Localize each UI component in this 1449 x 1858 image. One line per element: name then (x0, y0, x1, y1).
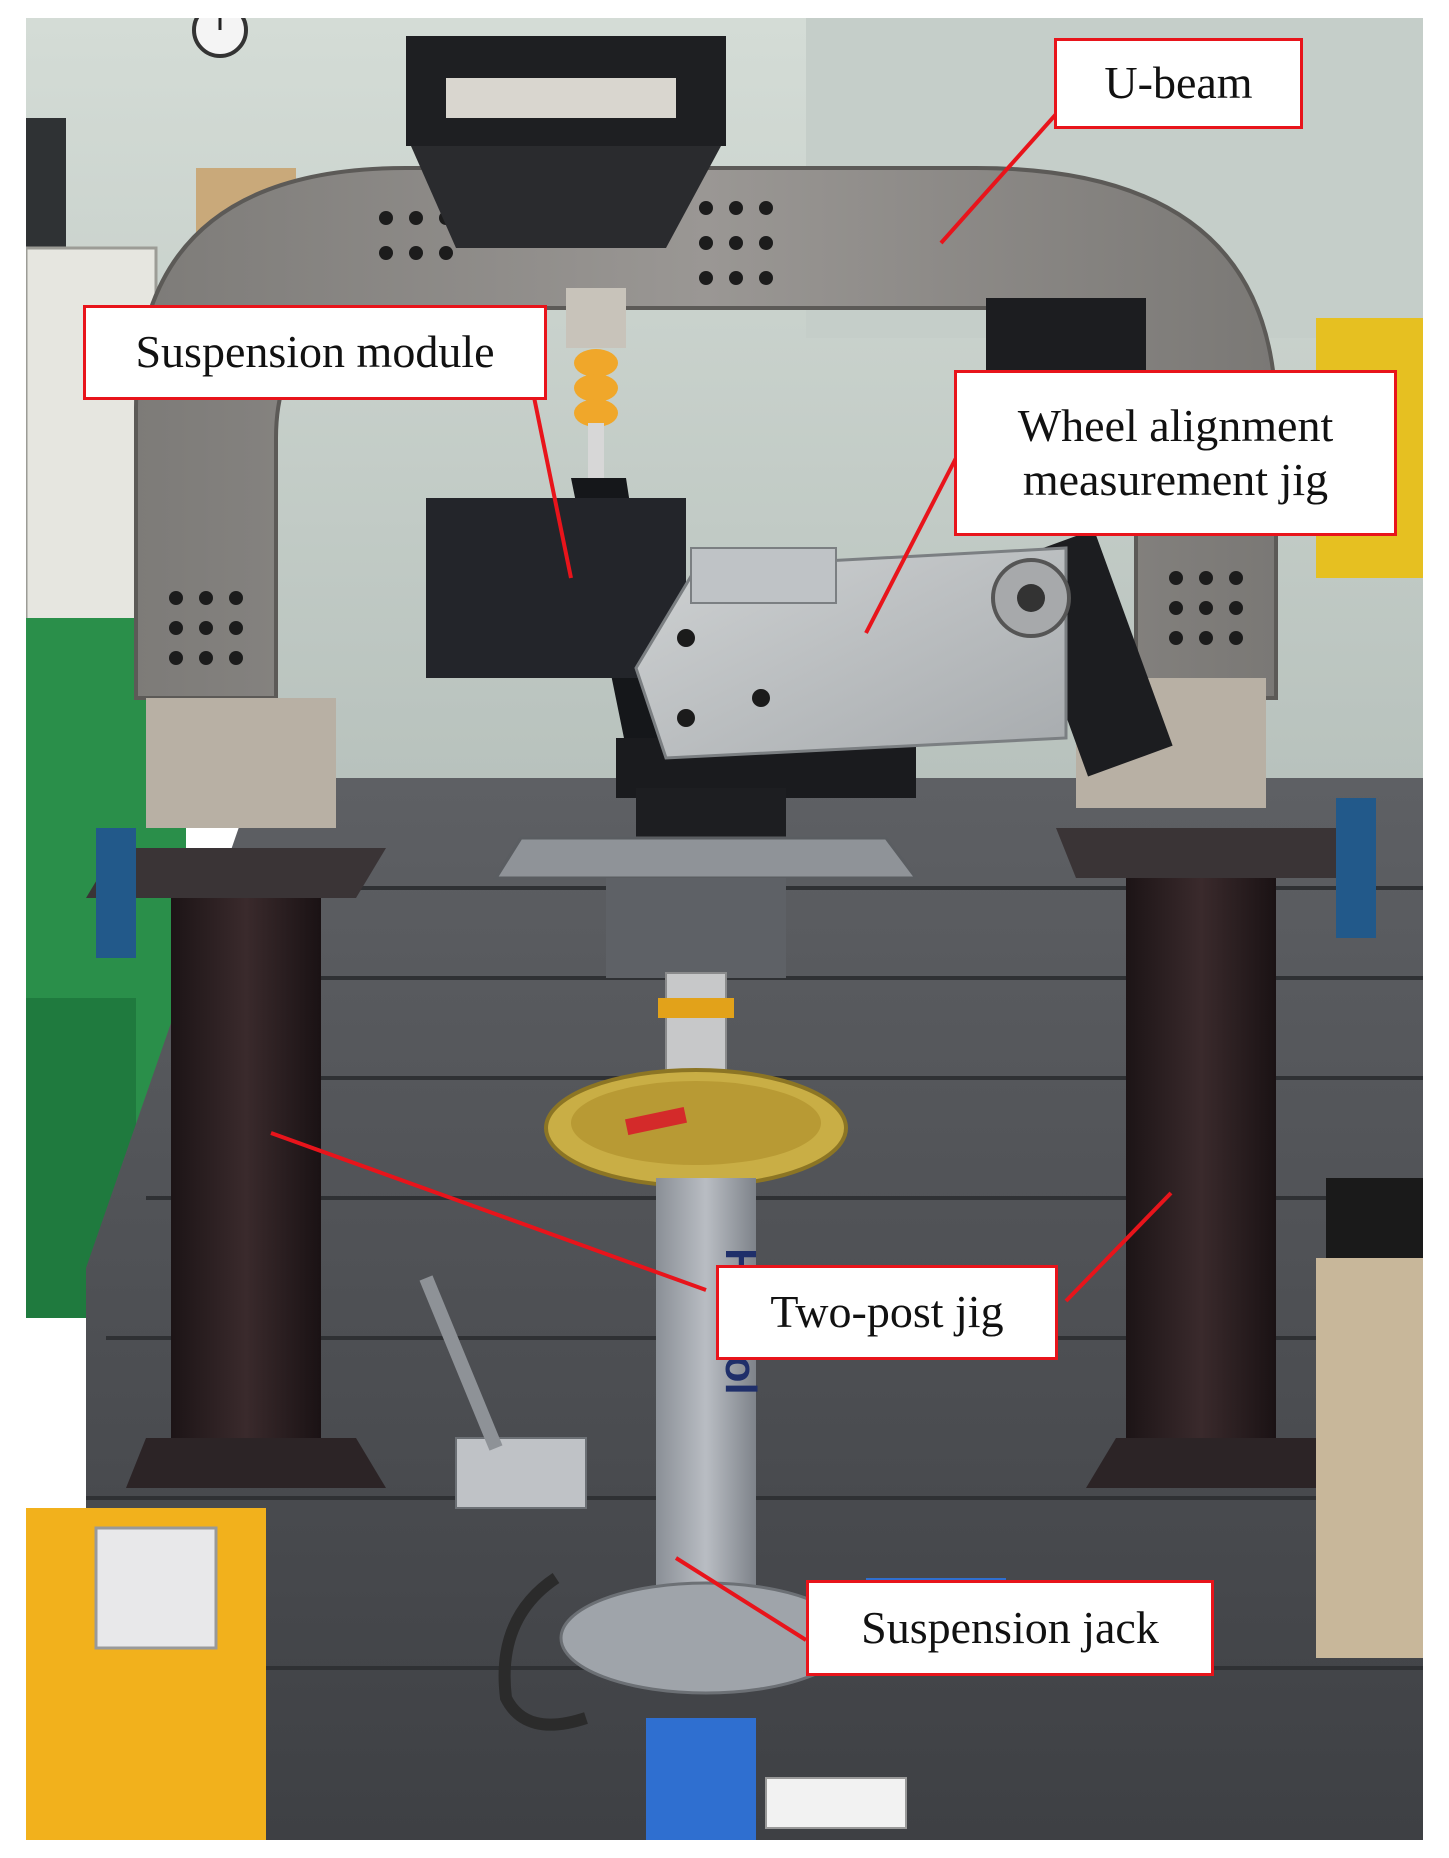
right-post (1126, 878, 1276, 1438)
jack-handle (419, 1275, 503, 1451)
leader-two-post-jig-left (270, 1131, 707, 1292)
strut-shaft (588, 423, 604, 483)
jack-tray-inner (571, 1081, 821, 1165)
daq-module (94, 1526, 218, 1650)
strut-top-mount (566, 288, 626, 348)
wall-clock-icon (192, 18, 248, 58)
right-box (1316, 1258, 1423, 1658)
platform-support (606, 878, 786, 978)
label-wheel-alignment-line2: measurement jig (1022, 454, 1329, 505)
black-case (1326, 1178, 1423, 1258)
label-suspension-jack: Suspension jack (806, 1580, 1214, 1676)
label-suspension-module-text: Suspension module (135, 326, 495, 378)
label-suspension-jack-text: Suspension jack (861, 1601, 1159, 1653)
left-post (171, 898, 321, 1458)
label-suspension-module: Suspension module (83, 305, 547, 400)
left-clamp (96, 828, 136, 958)
load-platform (493, 836, 919, 880)
leader-two-post-jig-right (1064, 1191, 1173, 1303)
jack-column (656, 1178, 756, 1628)
alignment-hub-center (1017, 584, 1045, 612)
right-clamp (1336, 798, 1376, 938)
bump-stop (574, 349, 618, 427)
label-u-beam: U-beam (1054, 38, 1303, 129)
label-wheel-alignment-jig: Wheel alignment measurement jig (954, 370, 1397, 536)
u-beam-holes (169, 201, 1243, 665)
label-u-beam-text: U-beam (1104, 57, 1253, 109)
left-cabinet (26, 118, 66, 248)
top-mount-taper (411, 146, 721, 248)
jack-pump-box (455, 1437, 587, 1509)
alignment-jig-top-rail (690, 547, 837, 604)
leader-suspension-jack (674, 1556, 808, 1642)
jack-cylinder (665, 972, 727, 1084)
power-strip (765, 1777, 907, 1829)
tape-patch (446, 78, 676, 118)
left-foot-block (146, 698, 336, 828)
label-two-post-jig: Two-post jig (716, 1265, 1058, 1360)
hydraulic-hose (498, 1573, 588, 1731)
leader-wheel-alignment-jig (864, 457, 958, 634)
left-base-plate (86, 848, 386, 898)
left-post-foot (126, 1438, 386, 1488)
knuckle-assembly (426, 498, 686, 678)
jack-cylinder-collar (658, 998, 734, 1018)
blue-base-tape (646, 1718, 756, 1840)
red-tool (624, 1106, 688, 1136)
test-rig-photo: Hansol (26, 18, 1423, 1840)
callout-leader-lines (270, 101, 1173, 1642)
label-two-post-jig-text: Two-post jig (770, 1286, 1004, 1338)
label-wheel-alignment-line1: Wheel alignment (1017, 399, 1334, 451)
leader-u-beam (939, 101, 1068, 245)
right-base-plate (1056, 828, 1356, 878)
right-post-foot (1086, 1438, 1346, 1488)
jig-bolts (677, 629, 770, 727)
